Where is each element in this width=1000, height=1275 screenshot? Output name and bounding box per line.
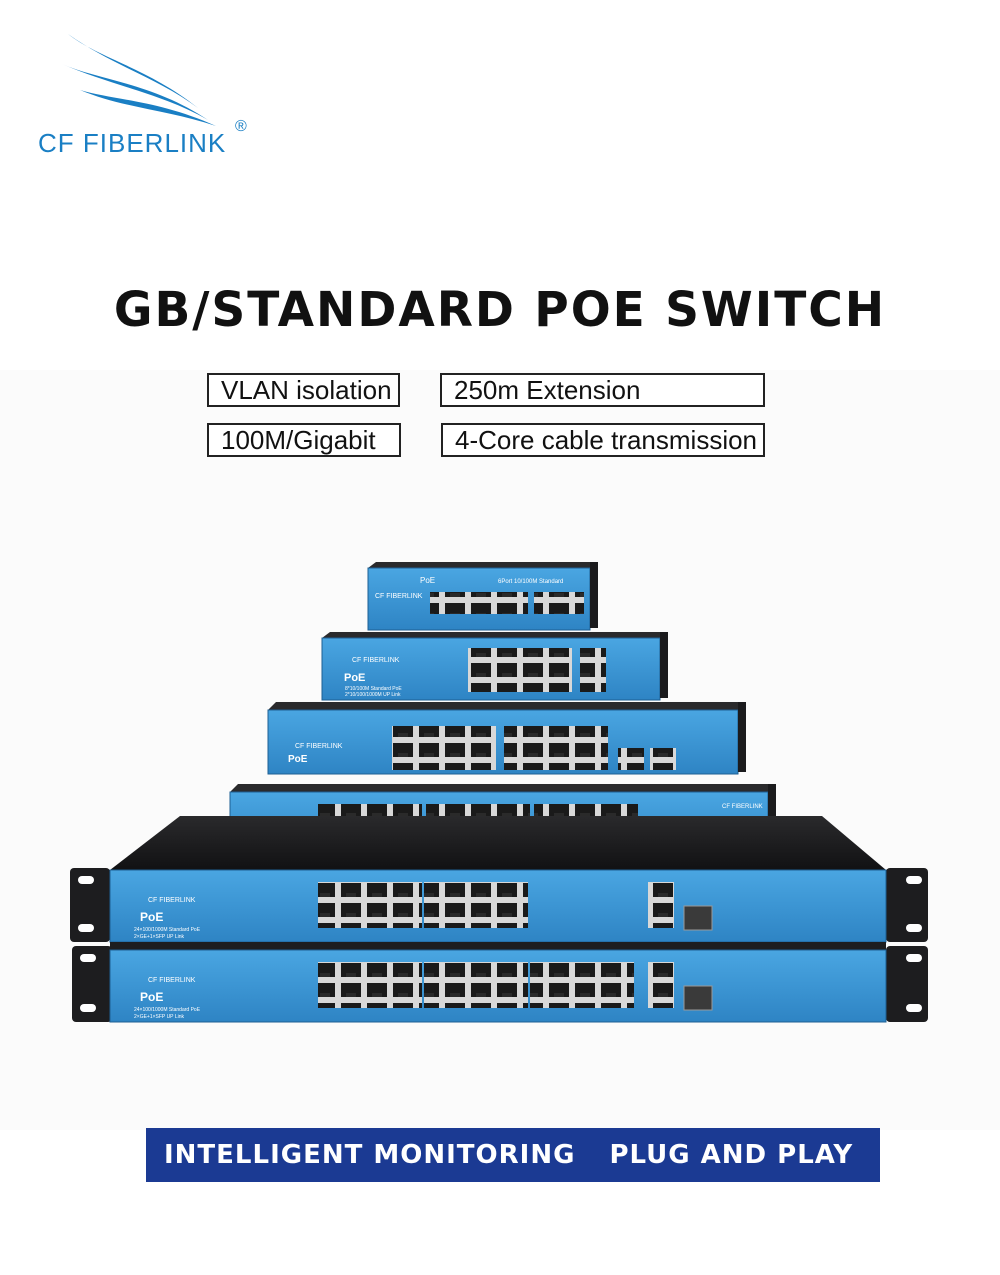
- switch-2-spec-2: 2*10/100/1000M UP Link: [345, 692, 401, 698]
- switch-4-brand: CF FIBERLINK: [722, 804, 763, 810]
- switch-16-port: CF FIBERLINK PoE: [267, 702, 746, 775]
- switch-stack-image: PoE 6Port 10/100M Standard CF FIBERLINK …: [70, 562, 928, 1023]
- banner-left-text: INTELLIGENT MONITORING: [164, 1140, 576, 1170]
- switch-rack-1: CF FIBERLINK PoE 24×100/1000M Standard P…: [70, 816, 928, 943]
- registered-mark: ®: [235, 118, 247, 135]
- switch-8-port: CF FIBERLINK PoE 8*10/100M Standard PoE …: [321, 632, 668, 701]
- bottom-banner: INTELLIGENT MONITORING PLUG AND PLAY: [146, 1128, 880, 1182]
- wave-icon: [62, 34, 216, 126]
- switch-2-poe: PoE: [344, 672, 365, 684]
- switch-5-poe: PoE: [140, 910, 163, 924]
- switch-2-brand: CF FIBERLINK: [352, 657, 400, 664]
- switch-rack-2: CF FIBERLINK PoE 24×100/1000M Standard P…: [72, 942, 928, 1023]
- switch-1-header: 6Port 10/100M Standard: [498, 579, 563, 585]
- feature-tag-speed: 100M/Gigabit: [207, 423, 401, 457]
- feature-tag-vlan: VLAN isolation: [207, 373, 400, 407]
- switch-1-poe: PoE: [420, 576, 435, 585]
- switch-3-poe: PoE: [288, 754, 308, 765]
- brand-name: CF FIBERLINK: [38, 128, 227, 158]
- switch-6-port: PoE 6Port 10/100M Standard CF FIBERLINK: [367, 562, 598, 631]
- switch-6-poe: PoE: [140, 990, 163, 1004]
- switch-5-brand: CF FIBERLINK: [148, 897, 196, 904]
- switch-5-spec-1: 24×100/1000M Standard PoE: [134, 927, 201, 933]
- feature-tag-cable: 4-Core cable transmission: [441, 423, 765, 457]
- banner-right-text: PLUG AND PLAY: [609, 1140, 854, 1170]
- page-title: GB/STANDARD POE SWITCH: [113, 282, 887, 338]
- feature-tag-extension: 250m Extension: [440, 373, 765, 407]
- switch-6-brand: CF FIBERLINK: [148, 977, 196, 984]
- switch-6-spec-1: 24×100/1000M Standard PoE: [134, 1007, 201, 1013]
- switch-5-spec-2: 2×GE+1×SFP UP Link: [134, 934, 184, 940]
- switch-1-brand: CF FIBERLINK: [375, 593, 423, 600]
- switch-6-spec-2: 2×GE+1×SFP UP Link: [134, 1014, 184, 1020]
- switch-3-brand: CF FIBERLINK: [295, 743, 343, 750]
- switch-2-spec-1: 8*10/100M Standard PoE: [345, 686, 402, 692]
- brand-logo: CF FIBERLINK ®: [38, 28, 268, 168]
